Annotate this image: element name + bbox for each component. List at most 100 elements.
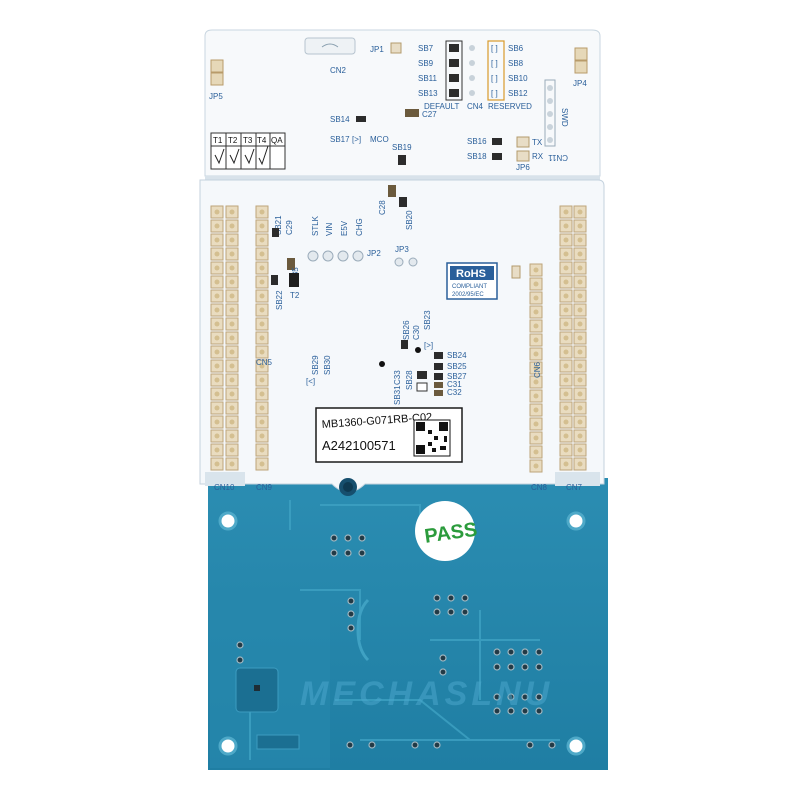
fiducial bbox=[415, 347, 421, 353]
header-pin-hole bbox=[533, 407, 539, 413]
header-pin-hole bbox=[577, 391, 583, 397]
header-pin-hole bbox=[214, 447, 220, 453]
header-pin-hole bbox=[533, 449, 539, 455]
label-c33: C33 bbox=[393, 370, 402, 385]
serial-number: A242100571 bbox=[322, 438, 396, 453]
c28-cap bbox=[388, 185, 396, 197]
header-pin-hole bbox=[577, 321, 583, 327]
header-pin-hole bbox=[229, 293, 235, 299]
header-pin-hole bbox=[563, 237, 569, 243]
label-c30: C30 bbox=[412, 325, 421, 340]
label-jp4: JP4 bbox=[573, 79, 587, 88]
header-pins bbox=[210, 205, 587, 473]
jumper-jp5 bbox=[210, 59, 224, 86]
fiducial bbox=[379, 361, 385, 367]
header-pin-hole bbox=[259, 447, 265, 453]
header-pin-hole bbox=[214, 223, 220, 229]
rohs-logo: RoHS COMPLIANT 2002/95/EC bbox=[446, 262, 498, 300]
header-pin-hole bbox=[577, 405, 583, 411]
sb18-pad bbox=[492, 153, 502, 160]
header-pin-hole bbox=[229, 209, 235, 215]
part-label-sticker: MB1360-G071RB-C02 A242100571 bbox=[315, 407, 463, 463]
header-pin-hole bbox=[229, 405, 235, 411]
header-pin-hole bbox=[563, 391, 569, 397]
sb21-pad bbox=[272, 228, 279, 237]
sb17-bracket: [>] bbox=[352, 135, 361, 144]
header-pin-hole bbox=[577, 265, 583, 271]
blue-pcb: MECHASLNU PASS bbox=[208, 478, 608, 770]
header-pin-hole bbox=[563, 405, 569, 411]
header-pin-hole bbox=[214, 461, 220, 467]
header-pin-hole bbox=[259, 433, 265, 439]
sb26-pad bbox=[401, 340, 408, 349]
header-pin-hole bbox=[563, 293, 569, 299]
label-c32: C32 bbox=[447, 388, 462, 397]
header-pin-hole bbox=[533, 295, 539, 301]
r35-resistor bbox=[287, 258, 295, 270]
label-cn2: CN2 bbox=[330, 66, 347, 75]
label-jp1: JP1 bbox=[370, 45, 384, 54]
header-pin-hole bbox=[563, 307, 569, 313]
header-pin-hole bbox=[259, 391, 265, 397]
header-pin-hole bbox=[577, 279, 583, 285]
label-sb22: SB22 bbox=[275, 290, 284, 310]
header-pin-hole bbox=[259, 265, 265, 271]
svg-text:T3: T3 bbox=[243, 136, 253, 145]
header-pin-hole bbox=[214, 237, 220, 243]
svg-text:2002/95/EC: 2002/95/EC bbox=[452, 292, 484, 298]
header-pin-hole bbox=[259, 335, 265, 341]
rx-pad bbox=[516, 150, 530, 162]
header-pin-hole bbox=[214, 251, 220, 257]
label-reserved: RESERVED bbox=[488, 102, 532, 111]
label-c28: C28 bbox=[378, 200, 387, 215]
header-pin-hole bbox=[229, 251, 235, 257]
header-pin-hole bbox=[214, 321, 220, 327]
label-vin: VIN bbox=[325, 222, 334, 236]
header-pin-hole bbox=[577, 447, 583, 453]
header-pin-hole bbox=[563, 433, 569, 439]
label-cn6: CN6 bbox=[533, 361, 542, 378]
header-pin-hole bbox=[214, 307, 220, 313]
pad-small bbox=[511, 265, 521, 279]
label-cn5: CN5 bbox=[256, 358, 273, 367]
header-pin-hole bbox=[577, 363, 583, 369]
header-pin-hole bbox=[533, 365, 539, 371]
header-pin-hole bbox=[577, 433, 583, 439]
header-pin-hole bbox=[533, 309, 539, 315]
label-default: DEFAULT bbox=[424, 102, 460, 111]
qr-code bbox=[413, 419, 451, 457]
header-pin-hole bbox=[533, 435, 539, 441]
header-pin-hole bbox=[259, 377, 265, 383]
svg-text:[ ]: [ ] bbox=[491, 74, 498, 83]
qa-box: T1 T2 T3 T4 QA bbox=[210, 132, 286, 170]
label-c29: C29 bbox=[285, 220, 294, 235]
mounting-holes bbox=[218, 511, 586, 756]
header-pin-hole bbox=[259, 419, 265, 425]
label-stlk: STLK bbox=[311, 215, 320, 236]
sb-right-pads: [ ] [ ] [ ] [ ] bbox=[487, 40, 505, 101]
header-pin-hole bbox=[229, 391, 235, 397]
header-pin-hole bbox=[259, 209, 265, 215]
label-sb28: SB28 bbox=[405, 370, 414, 390]
header-pin-hole bbox=[229, 265, 235, 271]
label-jp6: JP6 bbox=[516, 163, 530, 172]
header-pin-hole bbox=[563, 419, 569, 425]
svg-text:[ ]: [ ] bbox=[491, 89, 498, 98]
label-cn8: CN8 bbox=[531, 483, 548, 492]
header-pin-hole bbox=[533, 351, 539, 357]
header-pin-hole bbox=[259, 279, 265, 285]
header-pin-hole bbox=[259, 293, 265, 299]
watermark-text: MECHASLNU bbox=[300, 675, 553, 713]
svg-text:T4: T4 bbox=[257, 136, 267, 145]
header-pin-hole bbox=[563, 349, 569, 355]
jp1-pad bbox=[390, 42, 402, 54]
swd-header bbox=[544, 79, 556, 147]
header-pin-hole bbox=[563, 335, 569, 341]
label-sb17: SB17 bbox=[330, 135, 350, 144]
label-tx: TX bbox=[532, 138, 543, 147]
label-jp2: JP2 bbox=[367, 249, 381, 258]
tx-pad bbox=[516, 136, 530, 148]
header-pin-hole bbox=[259, 223, 265, 229]
header-pin-hole bbox=[259, 461, 265, 467]
sb29-bracket: [<] bbox=[306, 377, 315, 386]
